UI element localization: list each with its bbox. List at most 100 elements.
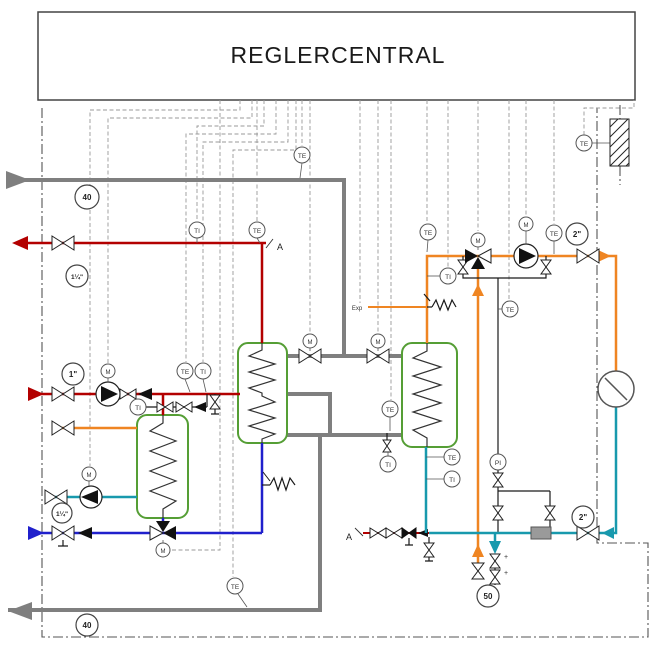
svg-text:1": 1" — [69, 370, 77, 379]
hot-in-arrow — [28, 387, 44, 401]
valve-icon — [492, 472, 504, 488]
svg-text:TI: TI — [194, 228, 200, 235]
valve-icon — [489, 553, 501, 569]
svg-text:2": 2" — [573, 230, 581, 239]
valve-motor: M — [302, 333, 318, 349]
controller-title: REGLERCENTRAL — [231, 42, 446, 68]
pump-icon — [95, 378, 121, 407]
pump-motor: M — [81, 466, 97, 482]
valve-icon — [471, 562, 485, 580]
svg-text:TE: TE — [386, 407, 395, 414]
valve-icon — [51, 235, 75, 251]
svg-text:TI: TI — [385, 462, 391, 469]
primary-pump-group: M — [95, 363, 121, 407]
ti-sensor: TI — [379, 455, 397, 473]
district-heating-pipes — [6, 171, 402, 620]
valve-motor: M — [470, 232, 486, 248]
pi-sensor: PI — [489, 453, 507, 471]
svg-text:M: M — [524, 223, 529, 229]
valve-icon — [51, 525, 75, 541]
te-sensor: TE — [248, 221, 266, 239]
drain-valve-icon — [423, 542, 435, 558]
te-sensor: TE — [293, 146, 311, 164]
valve-icon — [576, 525, 600, 541]
mixing-valve-group: M M — [457, 216, 552, 279]
ti-sensor: TI — [188, 221, 206, 239]
check-valve-icon — [138, 388, 152, 400]
valve-icon — [298, 348, 322, 364]
safety-valve-icon — [431, 298, 457, 312]
svg-text:50: 50 — [484, 592, 493, 601]
drain-valve-icon — [209, 394, 221, 410]
size-label: 1¼" — [65, 264, 89, 288]
three-way-valve-icon — [149, 521, 176, 543]
svg-text:2": 2" — [579, 513, 587, 522]
three-way-valve-icon — [465, 247, 492, 269]
warm-water-lines: M + + — [44, 407, 618, 585]
pump-motor: M — [518, 216, 534, 232]
te-sensor: TE — [443, 448, 461, 466]
pump-motor: M — [100, 363, 116, 379]
svg-text:M: M — [376, 340, 381, 346]
svg-text:TI: TI — [445, 274, 451, 281]
svg-text:TE: TE — [181, 369, 190, 376]
valve-icon — [51, 386, 75, 402]
svg-text:M: M — [106, 370, 111, 376]
pipe-size-labels: 40 40 1¼" 1" 1¼" 2" 2" 50 — [51, 184, 595, 637]
svg-text:M: M — [161, 549, 166, 555]
svg-text:TE: TE — [298, 153, 307, 160]
svg-text:TI: TI — [200, 369, 206, 376]
cold-water-line: M — [28, 443, 296, 558]
drain-mark: + — [504, 554, 508, 561]
hot-out-arrow — [12, 236, 28, 250]
flow-arrow — [472, 284, 484, 296]
valve-icon — [544, 505, 556, 521]
size-label: 1¼" — [51, 502, 73, 524]
te-sensor: TE — [176, 362, 194, 380]
size-label: 2" — [571, 505, 595, 529]
valve-icon — [540, 259, 552, 275]
dn50-label: 50 — [476, 584, 500, 608]
svg-text:TI: TI — [135, 405, 141, 412]
te-sensor: TE — [545, 224, 563, 242]
heat-exchanger-middle — [237, 342, 288, 444]
flow-arrow — [489, 541, 501, 554]
flow-arrow — [472, 544, 484, 557]
check-valve-icon — [194, 402, 206, 412]
valve-icon — [44, 489, 68, 505]
supply-in-arrow — [6, 171, 30, 189]
dn40-label: 40 — [74, 184, 100, 210]
valve-icon — [156, 401, 174, 413]
pump-icon — [79, 481, 103, 509]
instruments: TE TI TE TE TI TI TE TI TE TI TE TE TE T… — [129, 134, 593, 595]
pump-icon — [513, 231, 539, 269]
te-sensor: TE — [419, 223, 437, 241]
svg-text:TE: TE — [580, 141, 589, 148]
controller-box: REGLERCENTRAL — [37, 11, 636, 101]
svg-text:TE: TE — [506, 307, 515, 314]
svg-text:40: 40 — [83, 621, 92, 630]
svg-text:TI: TI — [449, 477, 455, 484]
valve-icon — [457, 259, 469, 275]
expansion-label: Exp — [352, 306, 363, 312]
dn40-label: 40 — [75, 613, 99, 637]
safety-valve-icon — [269, 476, 296, 492]
flow-arrow — [602, 527, 614, 539]
drain-valve-icon — [382, 439, 392, 453]
te-sensor: TE — [381, 400, 399, 418]
valve-icon — [369, 527, 387, 539]
svg-text:1¼": 1¼" — [56, 510, 68, 518]
valve-icon — [51, 420, 75, 436]
valve-motor: M — [155, 542, 171, 558]
size-label: 1" — [61, 362, 85, 386]
valve-icon — [492, 505, 504, 521]
valve-icon — [119, 388, 137, 400]
size-label: 2" — [565, 222, 589, 246]
valve-icon — [366, 348, 390, 364]
valve-motor: M — [370, 333, 386, 349]
wall-hatch — [609, 118, 630, 167]
svg-text:40: 40 — [83, 193, 92, 202]
return-pipe-fittings — [382, 417, 392, 453]
check-valve-icon — [78, 527, 92, 539]
svg-text:M: M — [87, 473, 92, 479]
